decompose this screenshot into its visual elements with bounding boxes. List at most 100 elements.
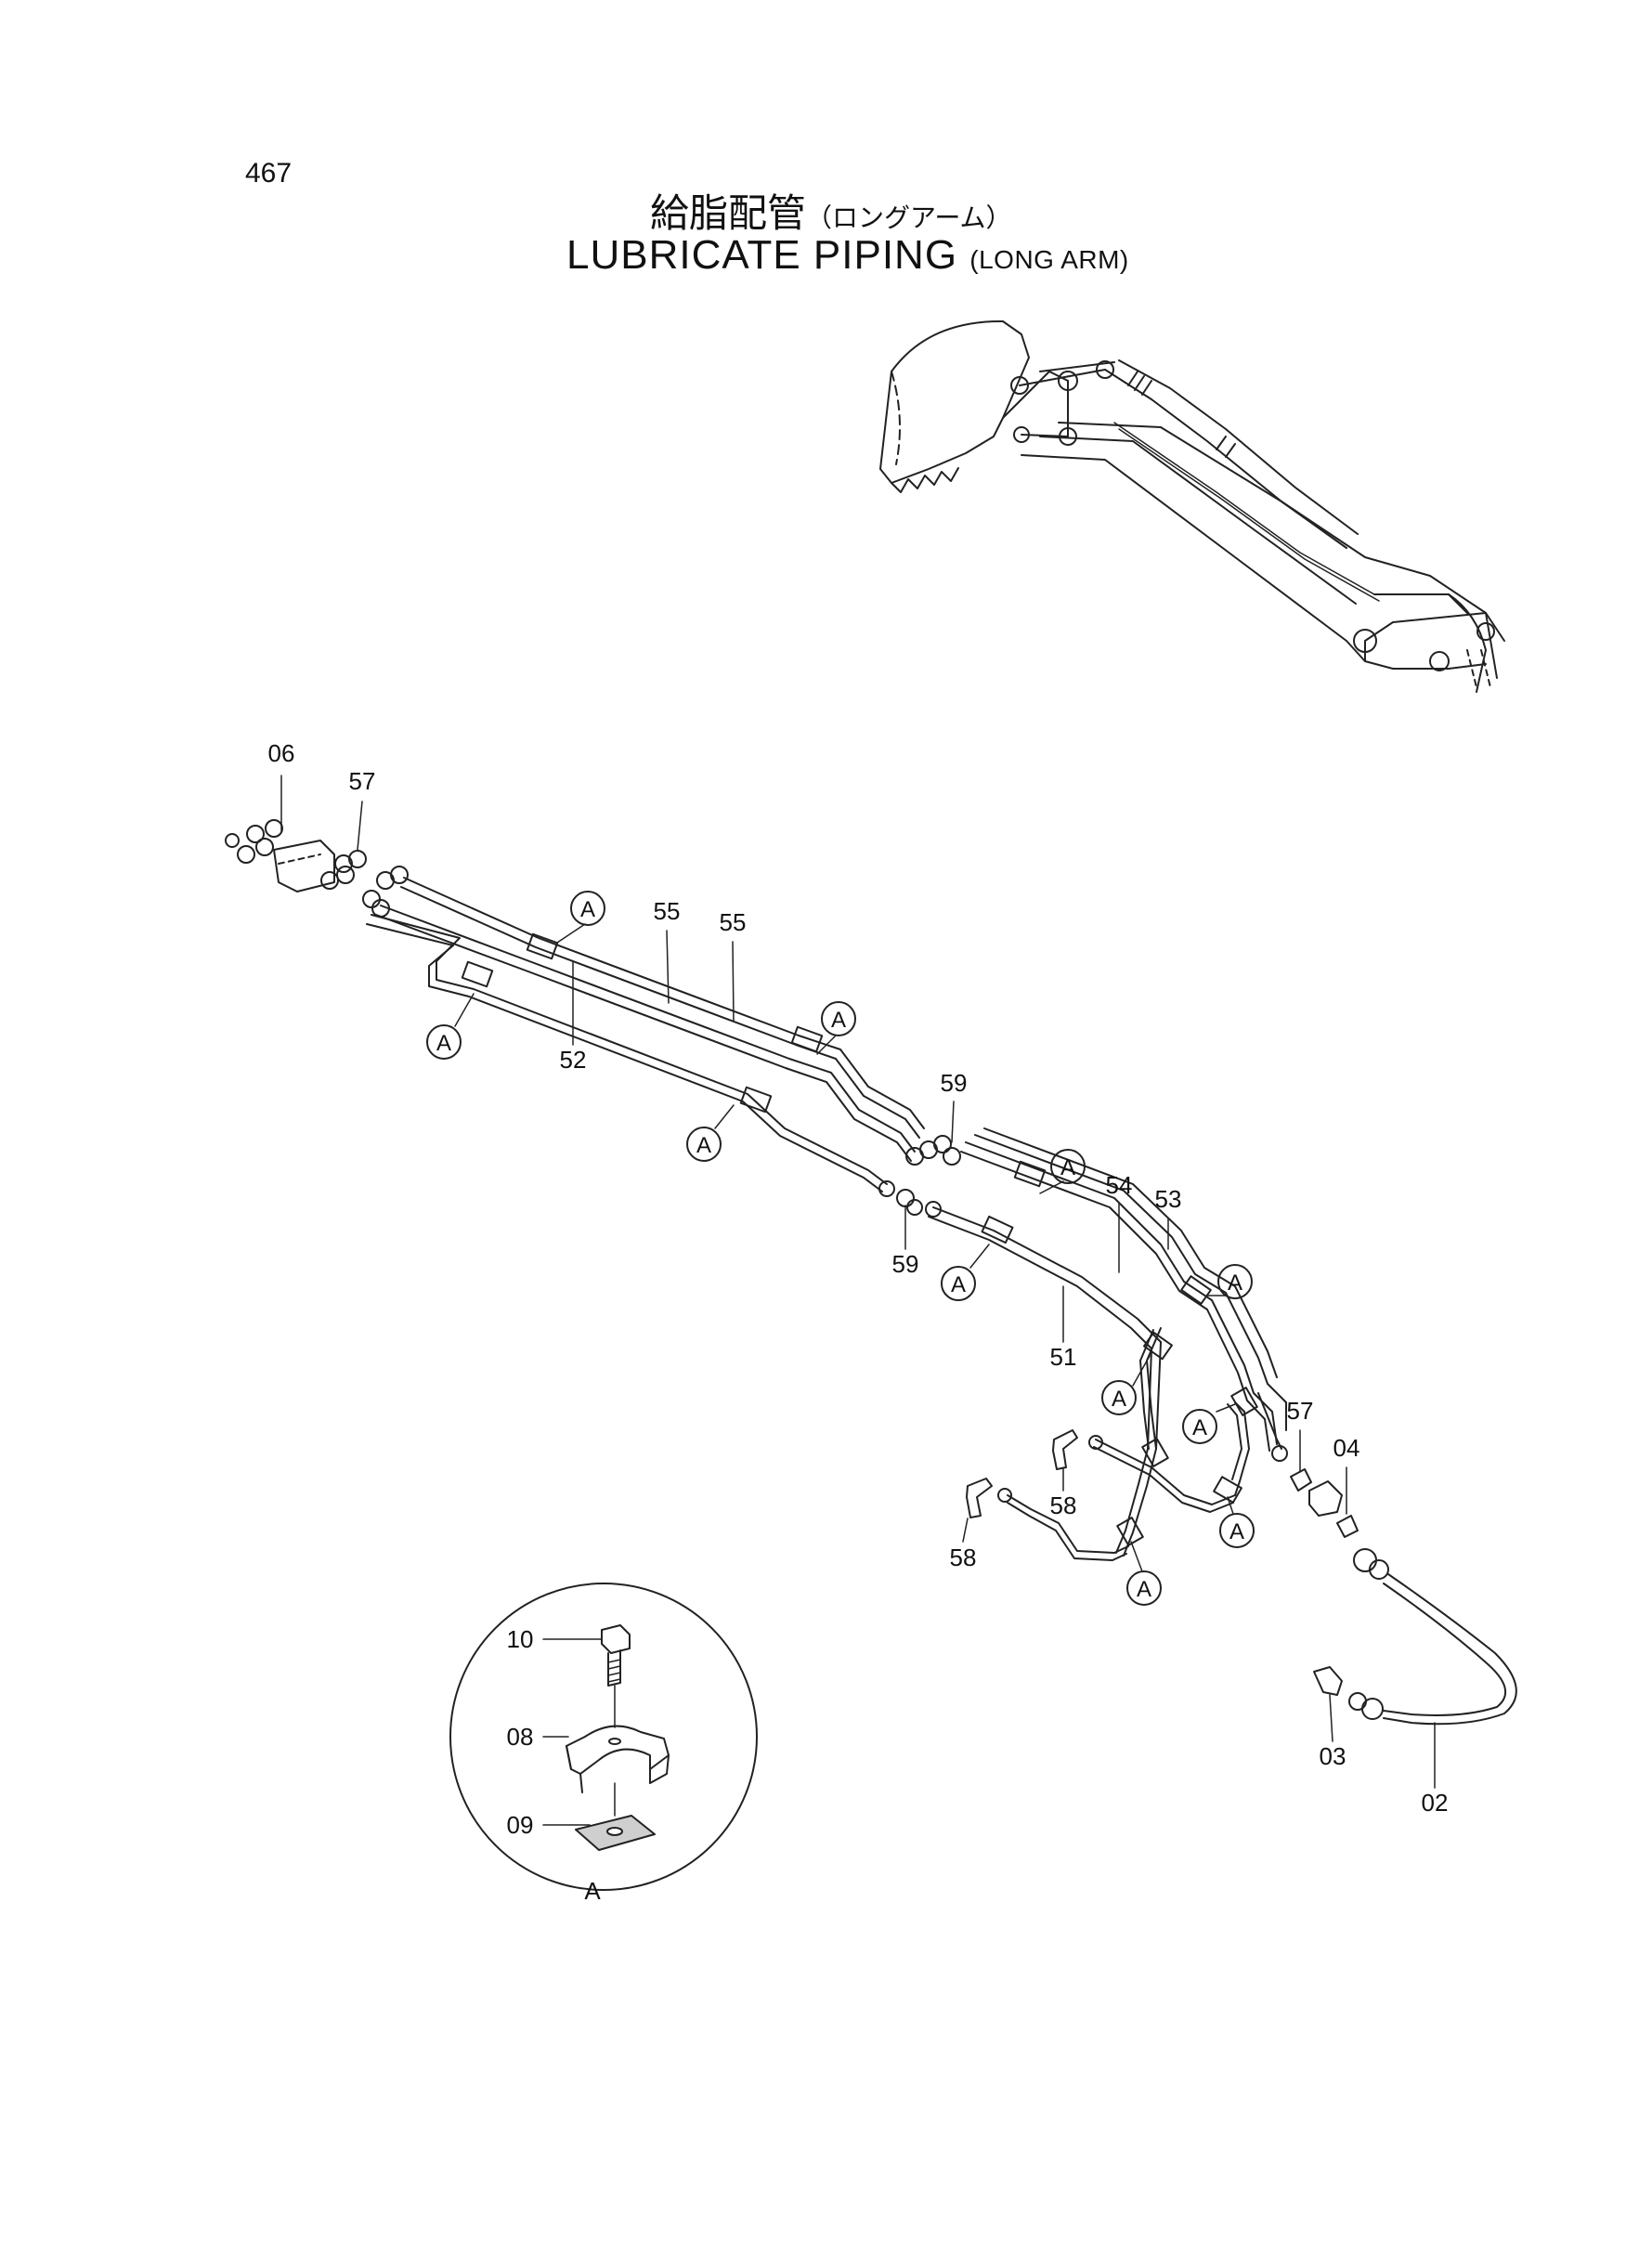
nipple-group-57 [320, 850, 367, 890]
callout-a-1: A [556, 891, 605, 944]
arm-pin-3 [1476, 622, 1495, 641]
elbows-58 [966, 1429, 1103, 1518]
arm-pin-2 [1429, 651, 1450, 671]
nipple-57-4 [336, 866, 355, 884]
excavator-arm-illustration [879, 319, 1505, 693]
arm-upper-edge [1058, 422, 1505, 642]
bucket-pin-1 [1010, 376, 1029, 395]
pipe-53-b [983, 1127, 1278, 1378]
plate-09-hole [606, 1827, 623, 1836]
label-04: 04 [1333, 1434, 1360, 1462]
detail-circle [449, 1583, 758, 1891]
branch-pipe-left-a [1007, 1494, 1129, 1554]
clamp-3 [790, 1025, 824, 1053]
clamp-08-side [566, 1745, 670, 1793]
fitting-59-7 [906, 1199, 923, 1216]
bolt-10-thread [607, 1659, 621, 1683]
clamp-2 [461, 960, 494, 988]
svg-text:A: A [696, 1133, 711, 1158]
pipe-52-b [366, 923, 883, 1192]
branch-pipe-vert-b [1139, 1329, 1154, 1450]
clamp-4 [739, 1086, 773, 1114]
bolt-10-head [601, 1624, 631, 1654]
fitting-03 [1313, 1666, 1343, 1696]
clamp-08-hole [608, 1738, 621, 1745]
label-59b: 59 [892, 1250, 919, 1278]
label-55a: 55 [654, 897, 681, 925]
arm-lower-edge [1021, 454, 1487, 670]
leader-58b [962, 1518, 969, 1543]
svg-text:A: A [1229, 1519, 1244, 1544]
nipple-06-4 [237, 845, 255, 864]
hose-02-line-a [1383, 1573, 1517, 1726]
bucket-outline [879, 319, 1030, 484]
branch-pipe-right-b [1227, 1403, 1242, 1480]
svg-text:A: A [1112, 1387, 1126, 1412]
pipe-55-lower [380, 905, 916, 1153]
svg-text:A: A [580, 897, 595, 922]
hose-end-fitting-lower-2 [1348, 1692, 1367, 1711]
label-54: 54 [1106, 1171, 1133, 1199]
bucket-cylinder [1104, 359, 1359, 549]
pipe-fitting-left-2 [390, 866, 409, 884]
branch-pipe-vert-a [1146, 1327, 1162, 1450]
elbow-58-lower-nut [997, 1488, 1012, 1503]
branch-pipe-left-b [1007, 1502, 1127, 1561]
title-japanese-sub: （ロングアーム） [806, 202, 1012, 233]
callout-a-7: A [1206, 1264, 1253, 1299]
part-labels: 06 57 55 55 52 59 59 54 53 51 57 04 58 5… [268, 739, 1449, 1817]
bucket-pin-3 [1096, 360, 1114, 379]
bucket-teeth [891, 467, 959, 493]
manifold-dash [278, 853, 321, 865]
nipple-57-2 [348, 850, 367, 868]
pipe-54-a [965, 1141, 1278, 1445]
svg-text:A: A [1060, 1155, 1075, 1180]
fitting-59-4 [943, 1147, 961, 1166]
branch-end-fitting [1271, 1445, 1288, 1462]
branch-pipe-mid-a [1095, 1439, 1236, 1505]
callout-a-5: A [1039, 1149, 1086, 1194]
nipple-06-1 [225, 833, 240, 848]
clamp-12 [1116, 1517, 1144, 1546]
label-52: 52 [560, 1046, 587, 1074]
nipple-06-3 [265, 819, 283, 838]
fitting-04-nipple [1336, 1515, 1359, 1538]
pipe-55-upper [403, 877, 925, 1129]
page-number: 467 [245, 158, 293, 189]
adapter-04-block [1308, 1480, 1343, 1517]
callout-a-11: A [1126, 1541, 1162, 1606]
pipe-51-a [932, 1206, 1162, 1557]
label-10: 10 [507, 1625, 534, 1653]
fitting-59-5 [878, 1180, 895, 1197]
branch-pipe-end [1257, 1392, 1282, 1450]
branch-pipe-mid-b [1093, 1446, 1234, 1513]
arm-end [1448, 593, 1498, 693]
hose-02-line-b [1383, 1583, 1506, 1716]
label-57b: 57 [1287, 1397, 1314, 1425]
svg-text:A: A [1228, 1270, 1242, 1296]
callouts-a: A A A A A A A A A A A [426, 891, 1255, 1606]
callout-a-3: A [816, 1001, 856, 1055]
label-02: 02 [1422, 1789, 1449, 1817]
arm-dash [1466, 649, 1491, 688]
leader-59a [951, 1101, 955, 1143]
pipe-54-b [960, 1151, 1270, 1452]
clamp-6 [981, 1215, 1014, 1244]
svg-text:A: A [831, 1008, 846, 1033]
callout-a-6: A [941, 1244, 990, 1301]
nipple-57-1 [334, 854, 353, 873]
nipple-group-06 [225, 819, 283, 864]
leader-lines [280, 775, 1436, 1789]
arm-side-lines [1039, 436, 1487, 662]
label-55b: 55 [720, 908, 747, 936]
callout-a-4: A [686, 1104, 735, 1162]
label-53: 53 [1155, 1185, 1182, 1213]
svg-text:A: A [1137, 1577, 1151, 1602]
linkage-rods [1019, 361, 1115, 437]
title-english-sub: (LONG ARM) [969, 245, 1129, 274]
bucket-dash-line [891, 371, 901, 465]
manifold-body [273, 840, 335, 892]
hose-end-fitting-upper-2 [1369, 1559, 1389, 1580]
hose-assembly [1290, 1468, 1517, 1726]
leader-57a [357, 801, 363, 851]
